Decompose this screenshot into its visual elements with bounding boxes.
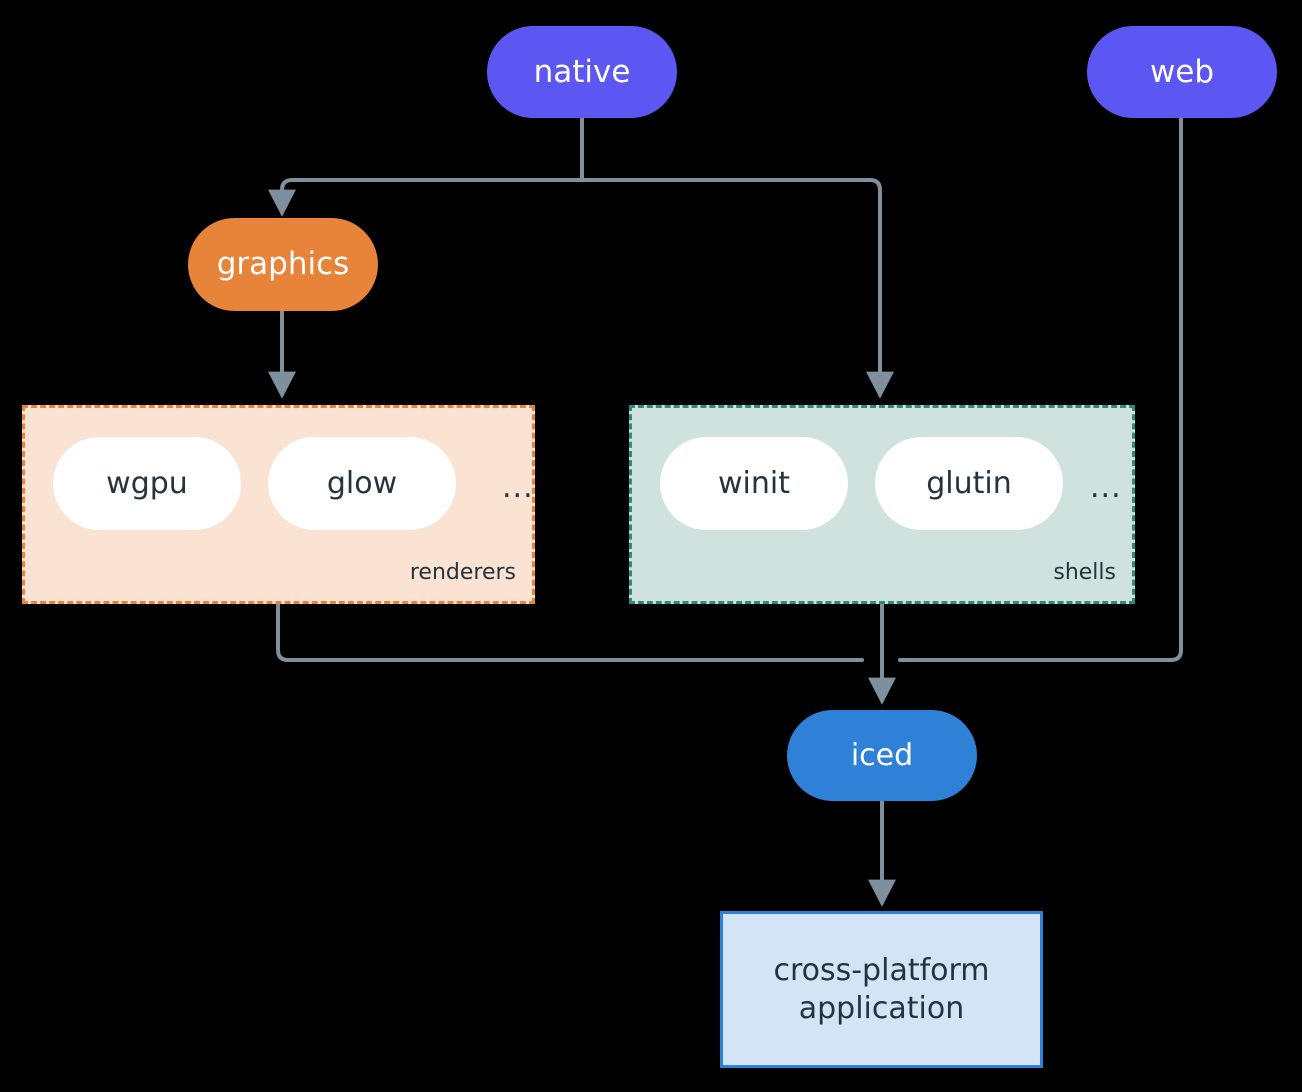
cluster-renderers-label: renderers xyxy=(409,560,516,585)
leaf-glutin[interactable]: glutin xyxy=(875,437,1063,530)
leaf-winit-label: winit xyxy=(718,466,790,501)
leaf-glutin-label: glutin xyxy=(926,466,1012,501)
shells-ellipsis: ... xyxy=(1090,470,1122,505)
node-native[interactable]: native xyxy=(487,26,677,118)
leaf-wgpu-label: wgpu xyxy=(106,466,188,501)
renderers-ellipsis: ... xyxy=(502,470,534,505)
app-label-line1: cross-platform xyxy=(773,953,990,988)
node-web-label: web xyxy=(1149,53,1215,90)
leaf-glow[interactable]: glow xyxy=(268,437,456,530)
node-graphics[interactable]: graphics xyxy=(188,218,378,311)
node-graphics-label: graphics xyxy=(216,246,350,283)
app-label-line2: application xyxy=(798,990,965,1026)
cluster-shells: winit glutin ... shells xyxy=(629,405,1135,604)
node-cross-platform-application[interactable]: cross-platform application xyxy=(720,911,1043,1068)
cluster-shells-label: shells xyxy=(1053,560,1116,585)
node-iced[interactable]: iced xyxy=(787,710,977,801)
node-iced-label: iced xyxy=(850,737,914,773)
node-native-label: native xyxy=(533,53,631,90)
node-web[interactable]: web xyxy=(1087,26,1277,118)
edge-renderers-to-iced xyxy=(276,602,864,662)
edge-native-to-graphics xyxy=(268,178,584,217)
leaf-wgpu[interactable]: wgpu xyxy=(53,437,241,530)
leaf-winit[interactable]: winit xyxy=(660,437,848,530)
cluster-renderers: wgpu glow ... renderers xyxy=(22,405,535,604)
leaf-glow-label: glow xyxy=(326,466,398,501)
edge-native-to-shells xyxy=(580,178,894,399)
